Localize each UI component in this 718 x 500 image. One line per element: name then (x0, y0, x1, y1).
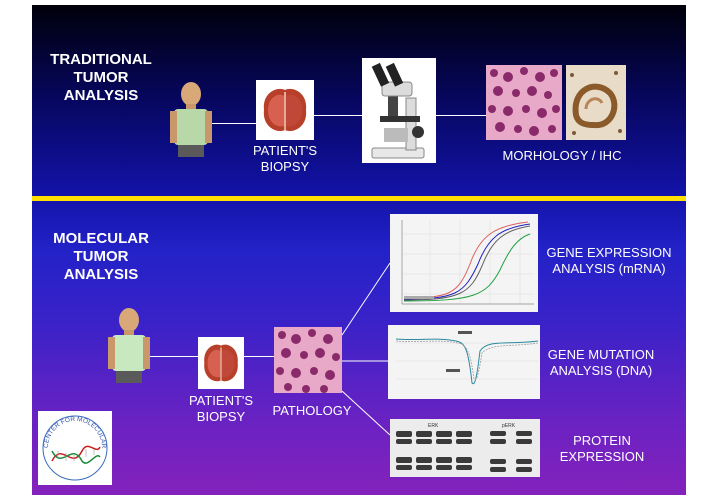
traditional-title: TRADITIONAL TUMOR ANALYSIS (50, 51, 152, 104)
pathology-image (274, 327, 342, 393)
microscope-image (362, 58, 436, 163)
protein-blot-image: ERK pERK (390, 419, 540, 477)
biopsy-image-top (256, 80, 314, 140)
branch-connectors (341, 262, 391, 436)
blot-label-perk: pERK (502, 423, 516, 429)
gene-expression-label: GENE EXPRESSION ANALYSIS (mRNA) (546, 245, 672, 276)
biopsy-label-bottom: PATIENT'S BIOPSY (188, 393, 254, 424)
connector-bottom-2 (244, 356, 274, 357)
gene-mutation-plot (388, 325, 540, 399)
blot-label-erk: ERK (428, 423, 439, 429)
pathology-label: PATHOLOGY (272, 403, 352, 418)
connector-top-3 (436, 115, 486, 116)
connector-bottom-1 (150, 356, 198, 357)
molecular-title: MOLECULAR TUMOR ANALYSIS (53, 230, 149, 283)
section-divider (32, 196, 686, 201)
center-logo: CENTER FOR MOLECULAR ANALYSIS (38, 411, 112, 485)
gene-mutation-label: GENE MUTATION ANALYSIS (DNA) (547, 347, 655, 378)
connector-top-1 (212, 123, 256, 124)
patient-figure-bottom (108, 305, 150, 383)
biopsy-image-bottom (198, 337, 244, 389)
morphology-label: MORHOLOGY / IHC (502, 148, 622, 163)
connector-top-2 (314, 115, 362, 116)
ihc-image (566, 65, 626, 140)
patient-figure-top (170, 79, 212, 157)
slide: TRADITIONAL TUMOR ANALYSIS PATIENT'S BIO… (32, 5, 686, 495)
gene-expression-plot (390, 214, 538, 312)
biopsy-label-top: PATIENT'S BIOPSY (252, 143, 318, 174)
protein-label: PROTEIN EXPRESSION (559, 433, 645, 464)
histology-image (486, 65, 562, 140)
